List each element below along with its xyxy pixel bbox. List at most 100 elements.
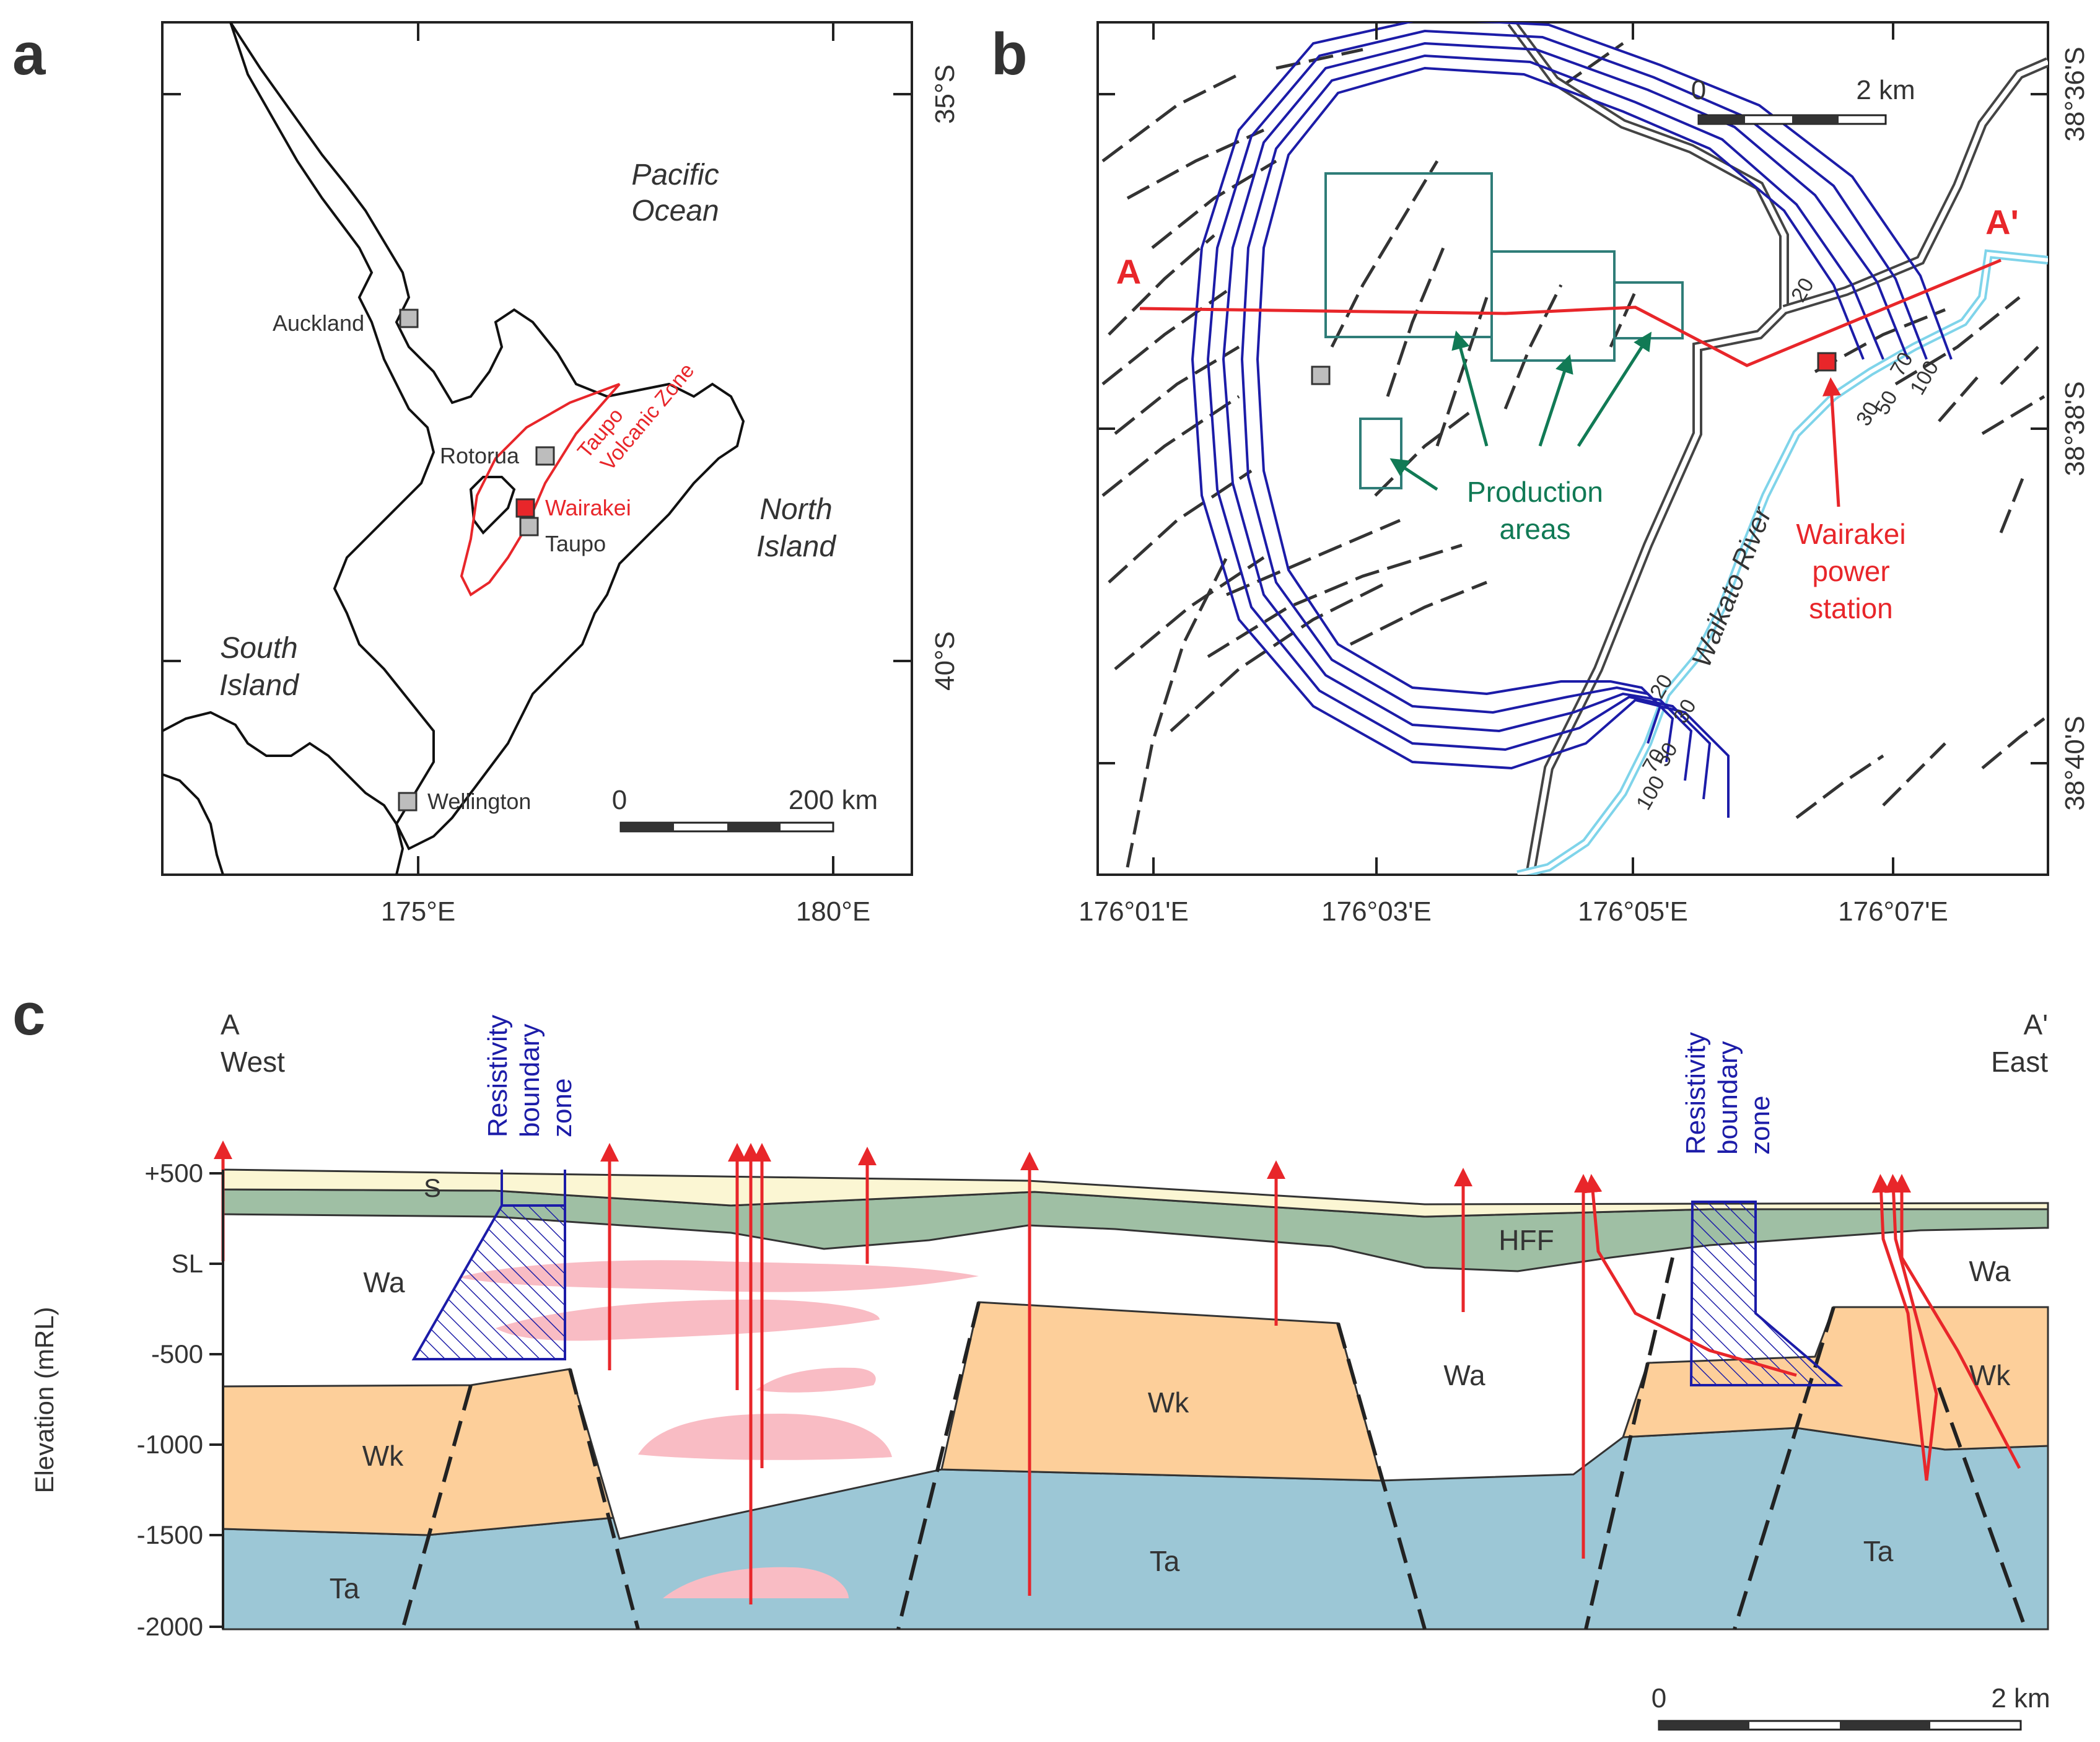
wairakei-marker [515, 498, 535, 518]
unit-wk-east [1621, 1306, 2049, 1451]
contour-labels-east: 20 30 50 70 100 [1787, 274, 1943, 430]
section-a-prime-label: A' [1985, 203, 2019, 242]
west-a: A [221, 1009, 240, 1041]
taupo-label: Taupo [545, 531, 606, 556]
c-y-axis-label: Elevation (mRL) [30, 1306, 59, 1493]
north-island-label-2: Island [756, 530, 836, 563]
roads [1507, 22, 2048, 875]
east-a-prime: A' [2024, 1009, 2048, 1041]
power-station-arrow [1822, 377, 1841, 507]
production-label-1: Production [1467, 476, 1603, 508]
south-island-label-2: Island [219, 669, 299, 702]
b-gray-marker [1311, 365, 1331, 385]
label-ta-center: Ta [1150, 1545, 1180, 1577]
scale-b-start: 0 [1691, 75, 1706, 105]
scale-c-end: 2 km [1991, 1683, 2050, 1714]
panel-a: a Auckland Rotorua Wa [12, 21, 960, 927]
label-ta-east: Ta [1863, 1535, 1894, 1567]
rbz-east-2: boundary [1713, 1041, 1743, 1155]
b-lon-1: 176°01'E [1078, 896, 1189, 927]
north-island-coast [229, 22, 745, 851]
lake-taupo [469, 476, 516, 535]
label-wk-east: Wk [1969, 1359, 2011, 1391]
rbz-west-1: Resistivity [483, 1015, 513, 1137]
label-hff: HFF [1498, 1224, 1554, 1256]
rotorua-marker [535, 446, 555, 466]
ocean-label-2: Ocean [631, 195, 719, 227]
river-label: Waikato River [1686, 502, 1778, 672]
scale-c-start: 0 [1652, 1683, 1666, 1714]
b-ticks [1098, 22, 2048, 875]
label-wk-center: Wk [1148, 1386, 1189, 1419]
c-y-ticks [209, 1172, 223, 1628]
taupo-marker [519, 517, 539, 536]
west-label: West [221, 1046, 285, 1078]
production-areas [1324, 172, 1684, 489]
unit-labels: S Wa Wa Wa Wk Wk Wk Ta Ta Ta HFF [330, 1173, 2011, 1604]
power-station-label-3: station [1809, 592, 1893, 624]
panel-c-letter: c [12, 981, 45, 1048]
ocean-label-1: Pacific [631, 159, 719, 191]
resistivity-zone-east [1689, 1201, 1844, 1386]
b-lat-3: 38°40'S [2060, 716, 2090, 810]
ytick-sl: SL [172, 1249, 203, 1278]
b-lat-1: 38°36'S [2060, 46, 2090, 141]
panel-b-frame [1096, 21, 2049, 876]
contour-label-south-100: 100 [1632, 772, 1669, 814]
unit-ta [222, 1427, 2049, 1630]
auckland-label: Auckland [273, 310, 364, 336]
ytick-m1500: -1500 [137, 1520, 203, 1549]
ytick-m2000: -2000 [137, 1612, 203, 1641]
label-wa-west: Wa [363, 1266, 405, 1298]
c-y-labels: +500 SL -500 -1000 -1500 -2000 [137, 1158, 203, 1641]
panel-b-letter: b [991, 21, 1028, 87]
section-faults [401, 1257, 2028, 1630]
rbz-west-2: boundary [515, 1024, 545, 1137]
unit-wk-west [222, 1368, 615, 1536]
north-island-label-1: North [759, 493, 832, 526]
panel-a-frame [161, 21, 913, 876]
fault-lines [1101, 42, 2045, 868]
rbz-east-3: zone [1745, 1096, 1775, 1155]
south-island-coast [162, 711, 405, 875]
production-label-2: areas [1499, 513, 1570, 545]
ytick-m500: -500 [151, 1339, 203, 1368]
power-station-marker [1817, 352, 1837, 372]
rbz-east-1: Resistivity [1681, 1032, 1711, 1155]
power-station-label-2: power [1812, 555, 1889, 587]
a-lon-180: 180°E [796, 896, 870, 927]
ytick-m1000: -1000 [137, 1430, 203, 1459]
panel-b: b [991, 21, 2090, 927]
wellington-marker [398, 792, 418, 812]
label-s: S [424, 1173, 441, 1202]
tvz-outline [460, 383, 621, 597]
wells [214, 1140, 2021, 1604]
rbz-east-label: Resistivity boundary zone [1681, 1032, 1775, 1155]
east-label: East [1991, 1046, 2048, 1078]
panel-a-letter: a [12, 21, 46, 87]
b-lat-2: 38°38'S [2060, 381, 2090, 476]
a-lat-35: 35°S [930, 64, 960, 124]
scale-b-end: 2 km [1856, 75, 1915, 105]
rbz-west-label: Resistivity boundary zone [483, 1015, 577, 1137]
resistivity-zone-west [411, 1204, 566, 1360]
b-lon-4: 176°07'E [1838, 896, 1948, 927]
scale-bar-c [1658, 1720, 2022, 1731]
section-line [1139, 258, 2002, 367]
wellington-label: Wellington [427, 789, 531, 814]
label-wk-west: Wk [362, 1440, 404, 1472]
scale-a-end: 200 km [789, 785, 878, 815]
ytick-500: +500 [144, 1158, 203, 1188]
section-a-label: A [1116, 252, 1141, 291]
scale-bar-a [619, 821, 834, 833]
rbz-west-3: zone [547, 1079, 577, 1137]
south-island-label-1: South [220, 632, 297, 665]
label-wa-east: Wa [1969, 1255, 2011, 1287]
a-lon-175: 175°E [381, 896, 455, 927]
resistivity-contours [1191, 22, 1953, 818]
a-lat-40: 40°S [930, 631, 960, 691]
panel-c: c [12, 981, 2050, 1731]
power-station-label-1: Wairakei [1796, 518, 1905, 550]
b-lon-2: 176°03'E [1321, 896, 1432, 927]
scale-bar-b [1697, 114, 1887, 125]
